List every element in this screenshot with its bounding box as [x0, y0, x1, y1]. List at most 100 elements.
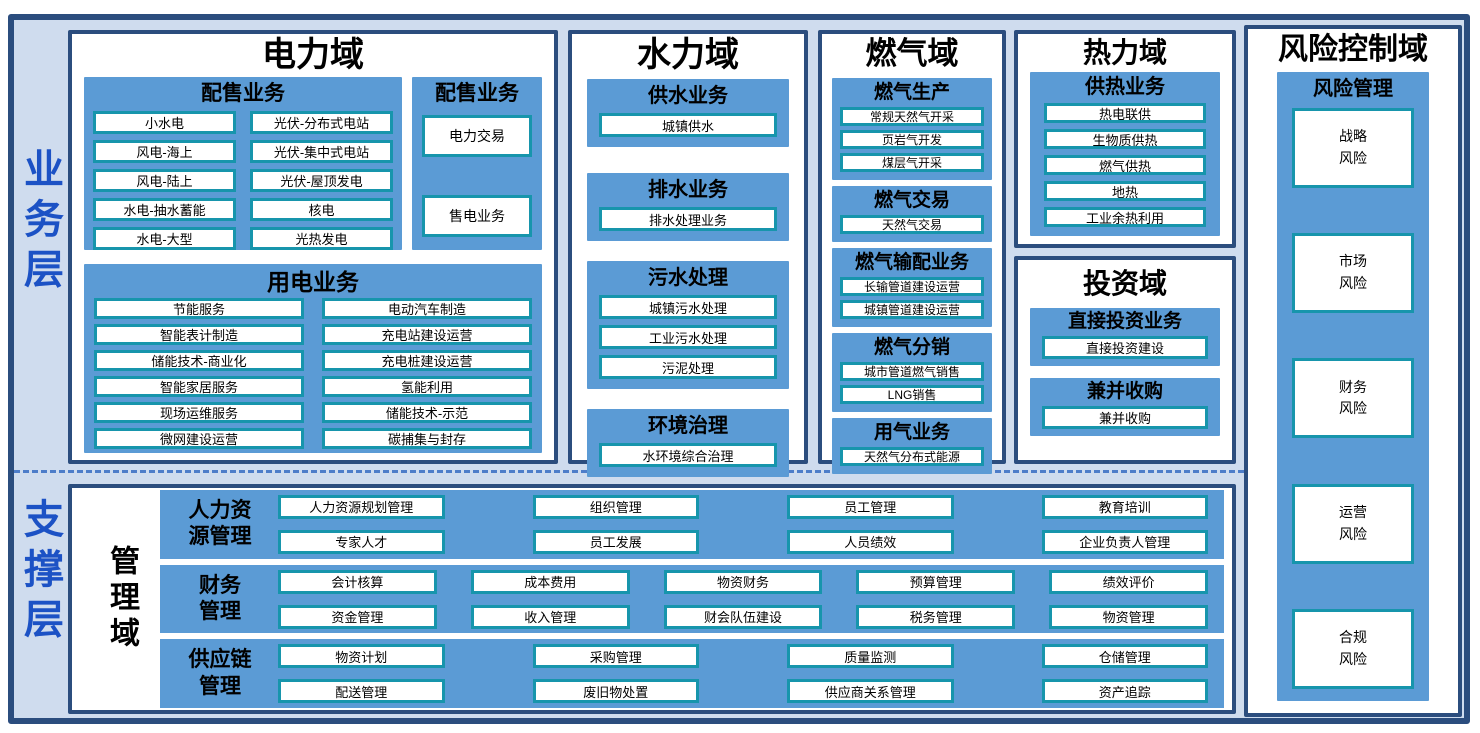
item-box: 收入管理	[470, 604, 630, 629]
domain-title-water: 水力域	[637, 36, 739, 74]
item-box: 城市管道燃气销售	[840, 361, 984, 381]
item-box: 碳捕集与封存	[322, 428, 532, 450]
panel-power-retail: 配售业务 小水电光伏-分布式电站风电-海上光伏-集中式电站风电-陆上光伏-屋顶发…	[84, 77, 402, 251]
row-human-resources: 人力资 源管理 人力资源规划管理组织管理员工管理教育培训专家人才员工发展人员绩效…	[160, 490, 1224, 559]
domain-title-management: 管理域	[105, 545, 138, 653]
item-box: 风电-海上	[93, 140, 236, 164]
panel-header: 直接投资业务	[1067, 311, 1182, 333]
row-supply-chain: 供应链 管理 物资计划采购管理质量监测仓储管理配送管理废旧物处置供应商关系管理资…	[160, 639, 1224, 709]
panel-header: 用气业务	[873, 421, 950, 443]
item-grid: 人力资源规划管理组织管理员工管理教育培训专家人才员工发展人员绩效企业负责人管理	[278, 494, 1208, 554]
item-box: 天然气分布式能源	[840, 446, 984, 466]
panel-header: 环境治理	[648, 415, 728, 438]
item-box: 氢能利用	[322, 376, 532, 398]
item-box: 企业负责人管理	[1041, 529, 1208, 554]
item-box: 员工管理	[787, 494, 954, 519]
item-box: 专家人才	[278, 529, 445, 554]
item-box: 光伏-屋顶发电	[250, 169, 393, 193]
item-box: 税务管理	[856, 604, 1016, 629]
panel-header: 供热业务	[1085, 76, 1165, 99]
item-box: 财会队伍建设	[663, 604, 823, 629]
item-box: 资金管理	[278, 604, 437, 629]
item-box: 小水电	[93, 111, 236, 135]
item-box: 会计核算	[278, 569, 437, 594]
domain-title-investment: 投资域	[1082, 268, 1167, 299]
item-list: 城镇污水处理工业污水处理污泥处理	[599, 295, 777, 380]
item-box: 光伏-集中式电站	[250, 140, 393, 164]
item-box: 合规 风险	[1292, 609, 1414, 689]
domain-title-heat: 热力域	[1082, 37, 1167, 68]
item-box: 电动汽车制造	[322, 298, 532, 320]
item-box: 风电-陆上	[93, 169, 236, 193]
row-finance: 财务 管理 会计核算成本费用物资财务预算管理绩效评价资金管理收入管理财会队伍建设…	[160, 564, 1224, 634]
item-grid: 节能服务电动汽车制造智能表计制造充电站建设运营储能技术-商业化充电桩建设运营智能…	[94, 298, 532, 450]
item-box: 储能技术-商业化	[94, 350, 304, 372]
item-box: 直接投资建设	[1042, 336, 1208, 360]
item-box: 人员绩效	[787, 529, 954, 554]
item-grid: 会计核算成本费用物资财务预算管理绩效评价资金管理收入管理财会队伍建设税务管理物资…	[278, 569, 1208, 629]
panel-header: 排水业务	[648, 179, 728, 202]
item-box: 工业余热利用	[1044, 207, 1206, 228]
item-box: 城镇污水处理	[599, 295, 777, 320]
item-box: 水电-大型	[93, 227, 236, 251]
item-box: 智能家居服务	[94, 376, 304, 398]
item-box: 员工发展	[532, 529, 699, 554]
layer-label-business: 业务层	[18, 148, 62, 298]
item-list: 天然气分布式能源	[840, 446, 984, 466]
item-box: 现场运维服务	[94, 402, 304, 424]
item-box: 废旧物处置	[532, 679, 699, 704]
item-box: 物资计划	[278, 644, 445, 669]
item-list: 水环境综合治理	[599, 443, 777, 468]
domain-gas: 燃气域 燃气生产 常规天然气开采页岩气开发煤层气开采 燃气交易 天然气交易 燃气…	[818, 30, 1006, 474]
item-list: 城镇供水	[599, 113, 777, 138]
panel-heat-supply: 供热业务 热电联供生物质供热燃气供热地热工业余热利用	[1030, 72, 1220, 237]
item-box: 城镇供水	[599, 113, 777, 138]
panel-risk-management: 风险管理 战略 风险市场 风险财务 风险运营 风险合规 风险	[1277, 71, 1429, 701]
item-box: 燃气供热	[1044, 155, 1206, 176]
item-box: 光伏-分布式电站	[250, 111, 393, 135]
domain-title-gas: 燃气域	[865, 36, 959, 71]
panel-water-drainage: 排水业务 排水处理业务	[587, 173, 789, 242]
domain-power: 电力域 配售业务 小水电光伏-分布式电站风电-海上光伏-集中式电站风电-陆上光伏…	[68, 30, 558, 464]
panel-header: 燃气交易	[873, 189, 950, 211]
item-box: 成本费用	[470, 569, 630, 594]
panel-gas-transmission: 燃气输配业务 长输管道建设运营城镇管道建设运营	[832, 247, 992, 327]
item-box: 采购管理	[532, 644, 699, 669]
item-box: 城镇管道建设运营	[840, 299, 984, 319]
item-list: 长输管道建设运营城镇管道建设运营	[840, 276, 984, 319]
domain-water: 水力域 供水业务 城镇供水 排水业务 排水处理业务 污水处理 城镇污水处理工业污…	[568, 30, 808, 478]
item-box: 电力交易	[422, 115, 532, 158]
panel-merger-acquisition: 兼并收购 兼并收购	[1030, 378, 1220, 437]
item-box: 微网建设运营	[94, 428, 304, 450]
item-box: 运营 风险	[1292, 483, 1414, 564]
item-box: 充电站建设运营	[322, 324, 532, 346]
panel-water-sewage: 污水处理 城镇污水处理工业污水处理污泥处理	[587, 261, 789, 390]
item-box: 煤层气开采	[840, 152, 984, 172]
panel-water-supply: 供水业务 城镇供水	[587, 79, 789, 148]
panel-header: 用电业务	[267, 269, 359, 296]
item-box: 核电	[250, 198, 393, 222]
item-box: 教育培训	[1041, 494, 1208, 519]
panel-gas-production: 燃气生产 常规天然气开采页岩气开发煤层气开采	[832, 77, 992, 180]
item-box: 兼并收购	[1042, 406, 1208, 430]
item-list: 排水处理业务	[599, 207, 777, 232]
item-box: 水电-抽水蓄能	[93, 198, 236, 222]
panel-water-environment: 环境治理 水环境综合治理	[587, 409, 789, 478]
item-box: 常规天然气开采	[840, 106, 984, 126]
panel-header: 风险管理	[1313, 77, 1393, 100]
item-list: 热电联供生物质供热燃气供热地热工业余热利用	[1044, 103, 1206, 228]
item-box: 水环境综合治理	[599, 443, 777, 468]
domain-management: 管理域 人力资 源管理 人力资源规划管理组织管理员工管理教育培训专家人才员工发展…	[68, 484, 1236, 714]
domain-heat: 热力域 供热业务 热电联供生物质供热燃气供热地热工业余热利用	[1014, 30, 1236, 248]
power-top-row: 配售业务 小水电光伏-分布式电站风电-海上光伏-集中式电站风电-陆上光伏-屋顶发…	[84, 77, 542, 251]
item-box: 工业污水处理	[599, 325, 777, 350]
item-grid: 物资计划采购管理质量监测仓储管理配送管理废旧物处置供应商关系管理资产追踪	[278, 644, 1208, 704]
item-list: 天然气交易	[840, 214, 984, 234]
panel-header: 配售业务	[435, 82, 519, 106]
panel-header: 燃气输配业务	[854, 251, 969, 273]
item-box: 绩效评价	[1049, 569, 1208, 594]
row-label: 人力资 源管理	[188, 499, 252, 549]
item-box: 供应商关系管理	[787, 679, 954, 704]
